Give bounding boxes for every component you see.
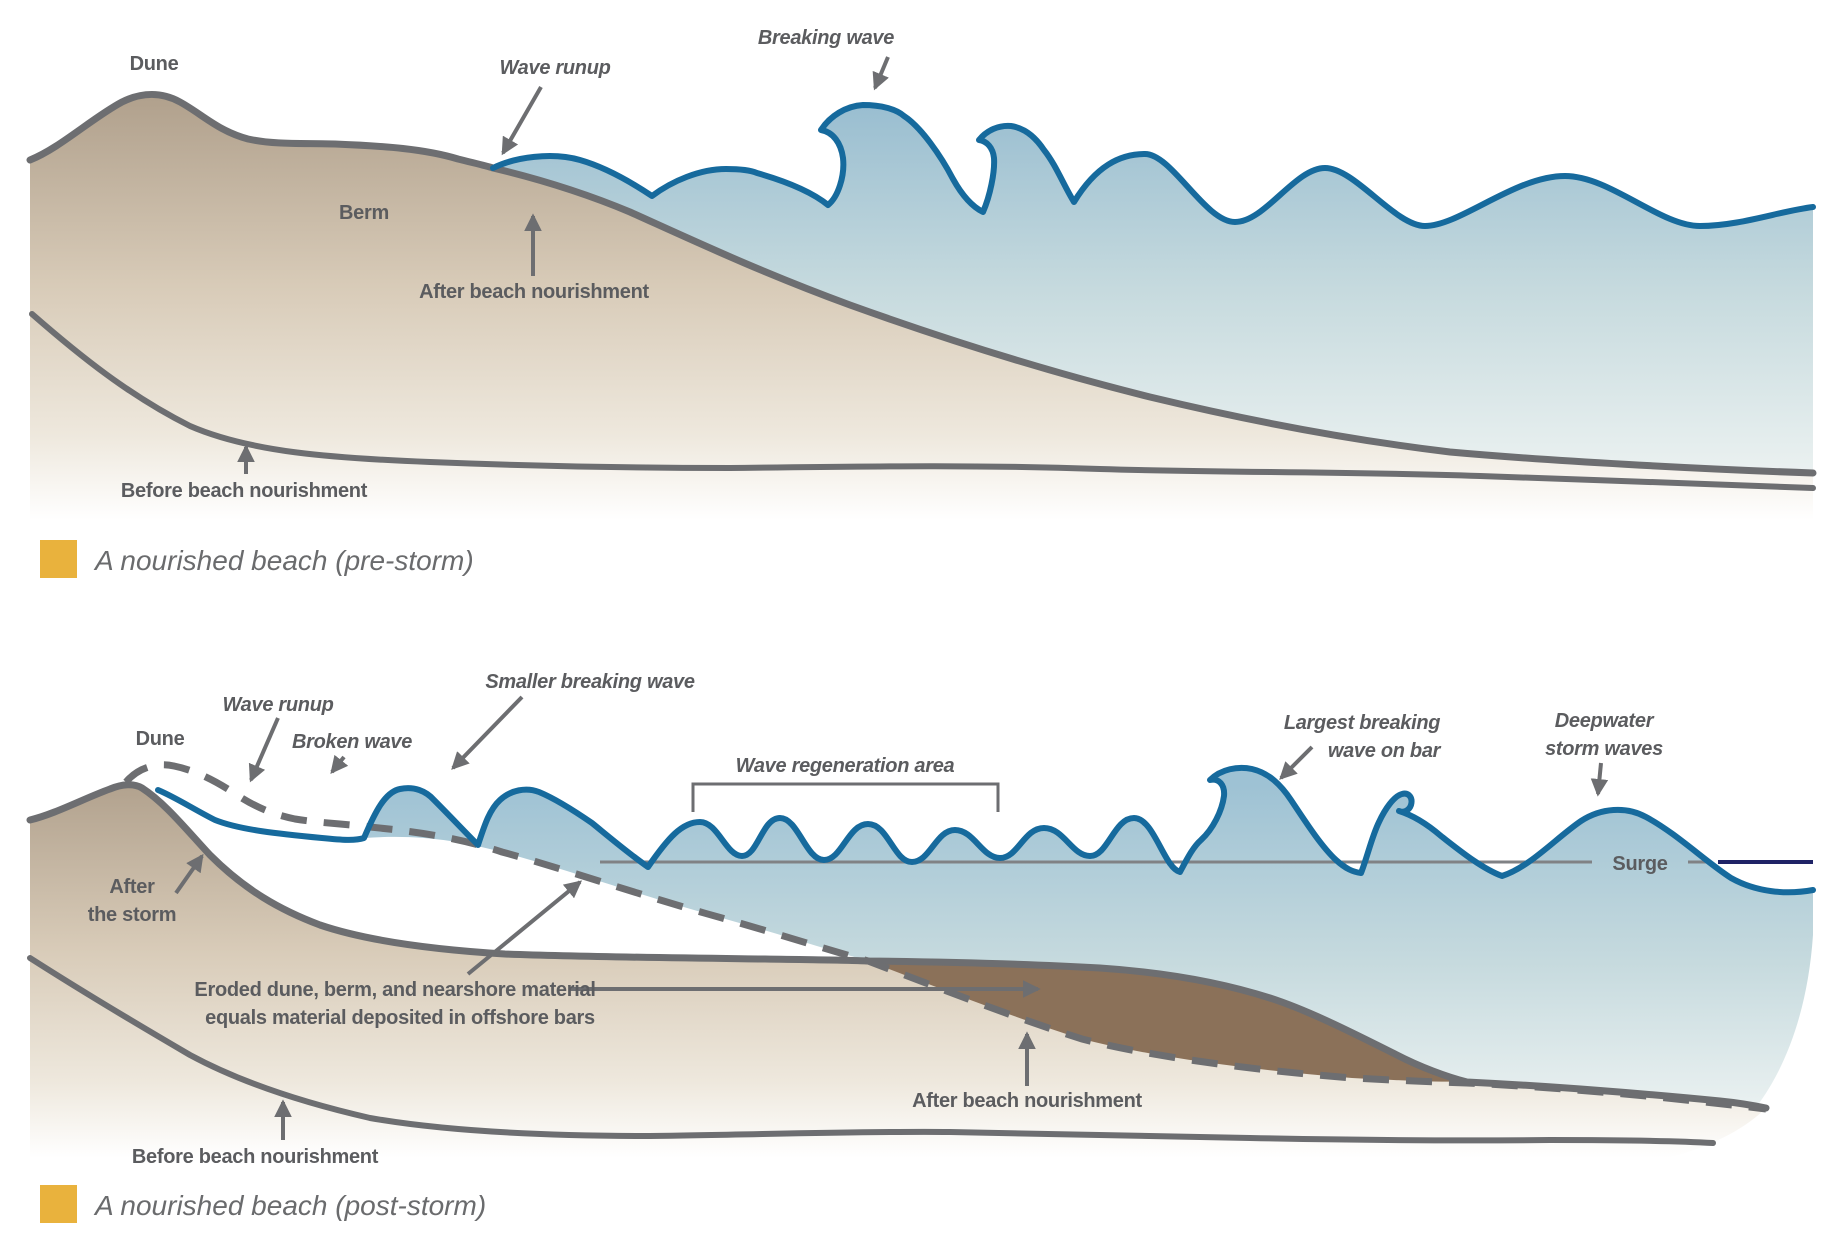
- wave-surface-pre: [490, 102, 1816, 229]
- panel-pre-storm: Dune Wave runup Breaking wave Berm After…: [26, 27, 1817, 578]
- after-the-storm-label-line2: the storm: [88, 904, 176, 926]
- smaller-breaking-wave-label: Smaller breaking wave: [485, 671, 695, 693]
- after-the-storm-arrow: [174, 853, 204, 895]
- offshore-bar: [868, 961, 1467, 1082]
- deepwater-storm-waves-arrow: [1590, 762, 1609, 797]
- wave-regeneration-area-label: Wave regeneration area: [736, 755, 955, 777]
- dune-label-post: Dune: [136, 728, 185, 750]
- before-nourishment-line-post: [27, 955, 1716, 1146]
- wave-runup-label-post: Wave runup: [222, 694, 333, 716]
- before-nourishment-label-post: Before beach nourishment: [132, 1146, 379, 1168]
- caption-post-storm: A nourished beach (post-storm): [93, 1190, 486, 1221]
- legend-swatch-pre: [40, 540, 77, 578]
- wave-surface-post: [155, 764, 1816, 896]
- breaking-wave-label: Breaking wave: [758, 27, 894, 49]
- post-storm-profile-line: [26, 781, 1770, 1112]
- dune-label-pre: Dune: [130, 53, 179, 75]
- wave-runup-arrow-post: [248, 717, 280, 783]
- before-nourishment-line-pre: [29, 311, 1816, 491]
- eroded-material-label-line1: Eroded dune, berm, and nearshore materia…: [194, 979, 595, 1001]
- water-body-pre: [493, 105, 1813, 473]
- eroded-material-up-arrow: [466, 880, 583, 976]
- deepwater-storm-waves-label-line1: Deepwater: [1555, 710, 1655, 732]
- wave-regeneration-bracket: [691, 782, 1000, 812]
- eroded-material-label-line2: equals material deposited in offshore ba…: [205, 1007, 595, 1029]
- pre-storm-dashed-profile: [123, 761, 1767, 1113]
- broken-wave-arrow: [330, 754, 349, 775]
- after-the-storm-label-line1: After: [109, 876, 155, 898]
- wave-runup-label-pre: Wave runup: [499, 57, 610, 79]
- largest-breaking-wave-label-line1: Largest breaking: [1284, 712, 1440, 734]
- caption-pre-storm: A nourished beach (pre-storm): [93, 545, 474, 576]
- sand-body-pre: [30, 94, 1813, 545]
- largest-breaking-wave-label-line2: wave on bar: [1328, 740, 1442, 762]
- breaking-wave-arrow: [872, 56, 890, 91]
- legend-swatch-post: [40, 1185, 77, 1223]
- surge-label: Surge: [1612, 853, 1667, 875]
- after-nourishment-label-post: After beach nourishment: [912, 1090, 1142, 1112]
- smaller-breaking-wave-arrow: [451, 695, 524, 770]
- berm-label: Berm: [339, 202, 389, 224]
- before-nourishment-label-pre: Before beach nourishment: [121, 480, 368, 502]
- deepwater-storm-waves-label-line2: storm waves: [1545, 738, 1663, 760]
- panel-post-storm: Dune Wave runup Broken wave Smaller brea…: [26, 671, 1816, 1223]
- largest-breaking-wave-arrow: [1279, 745, 1314, 780]
- after-nourishment-line-pre: [26, 91, 1817, 477]
- after-nourishment-label-pre: After beach nourishment: [419, 281, 649, 303]
- broken-wave-label: Broken wave: [292, 731, 412, 753]
- water-body-post: [364, 767, 1813, 1106]
- wave-runup-arrow-pre: [501, 86, 543, 156]
